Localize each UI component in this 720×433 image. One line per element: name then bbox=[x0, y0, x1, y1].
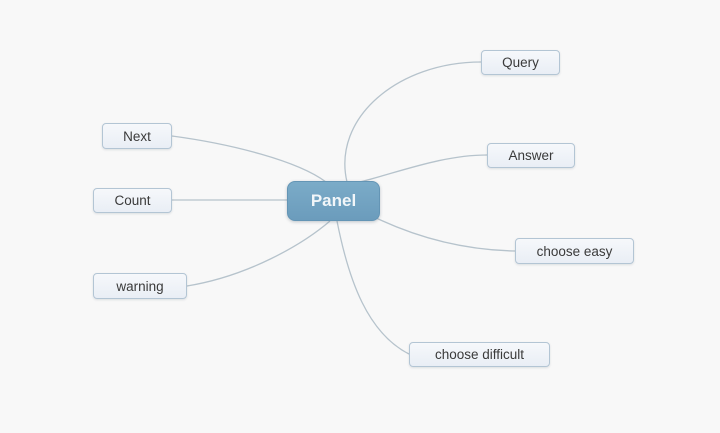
connector-panel-query bbox=[344, 61, 482, 183]
node-next[interactable]: Next bbox=[102, 123, 172, 149]
node-choose-difficult[interactable]: choose difficult bbox=[409, 342, 550, 367]
connector-panel-choose-easy bbox=[371, 215, 516, 252]
connector-panel-warning bbox=[186, 220, 331, 287]
node-answer[interactable]: Answer bbox=[487, 143, 575, 168]
node-query[interactable]: Query bbox=[481, 50, 560, 75]
node-choose-easy[interactable]: choose easy bbox=[515, 238, 634, 264]
connector-panel-choose-difficult bbox=[336, 220, 410, 355]
node-panel[interactable]: Panel bbox=[287, 181, 380, 221]
connector-panel-next bbox=[171, 135, 327, 183]
node-count[interactable]: Count bbox=[93, 188, 172, 213]
node-warning[interactable]: warning bbox=[93, 273, 187, 299]
connector-panel-answer bbox=[355, 154, 488, 184]
